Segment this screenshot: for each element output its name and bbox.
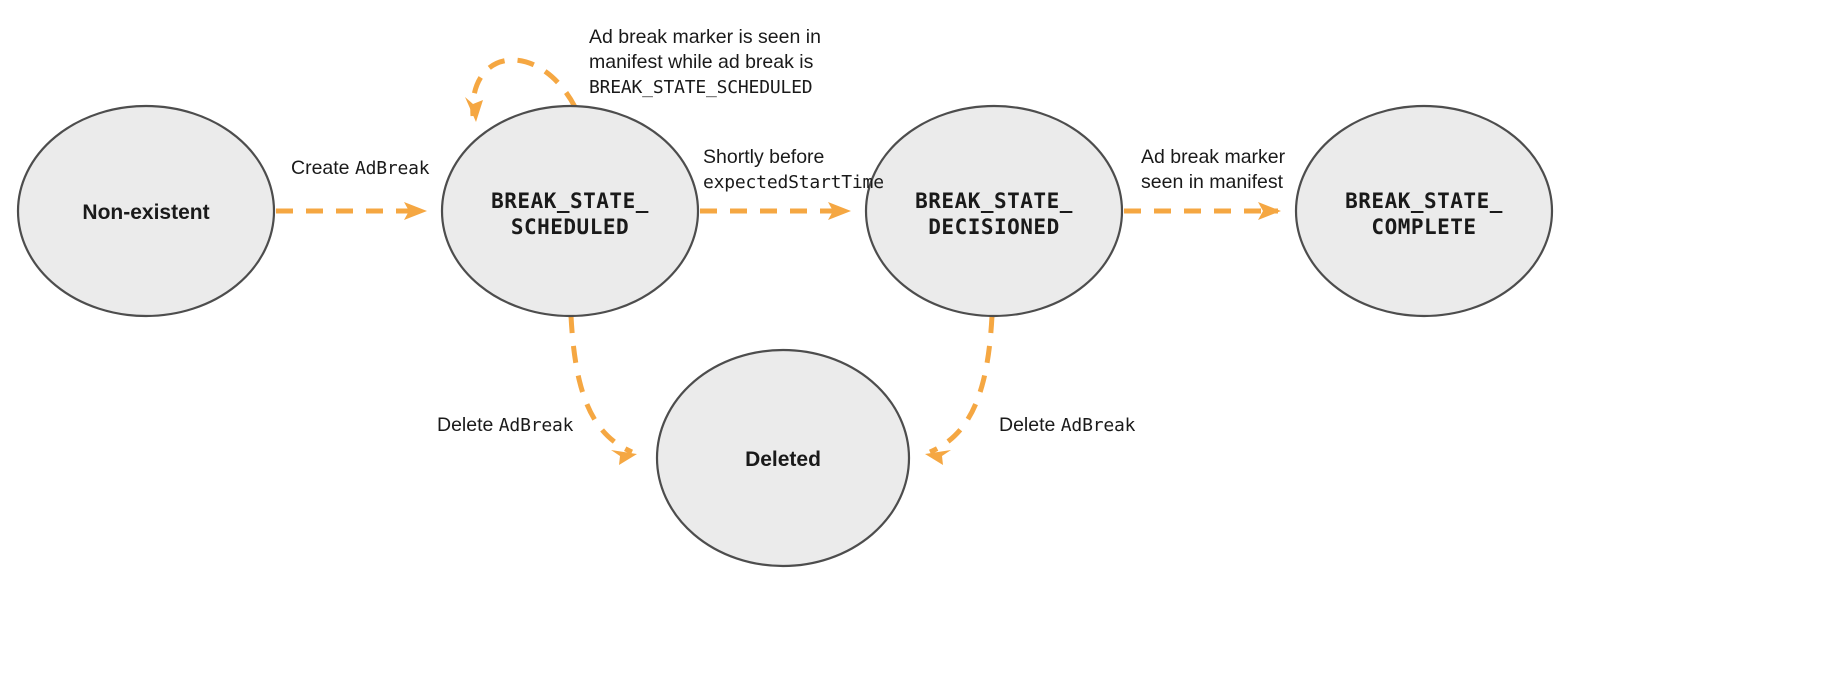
node-label-line-1: BREAK_STATE_ xyxy=(491,189,649,213)
edge-label-create-adbreak: Create AdBreak xyxy=(291,156,430,181)
node-shape xyxy=(16,104,276,318)
edge-scheduled-to-deleted xyxy=(568,315,637,465)
node-break-state-complete[interactable]: BREAK_STATE_ COMPLETE xyxy=(1294,104,1554,318)
edge-label-line-1: Ad break marker is seen in xyxy=(589,26,821,48)
arrow-head-icon xyxy=(925,450,951,465)
node-label-line-1: Non-existent xyxy=(82,201,209,224)
arrow-head-icon xyxy=(828,202,851,220)
edge-label-scheduled-to-decisioned: Shortly before expectedStartTime xyxy=(703,145,884,195)
node-break-state-scheduled[interactable]: BREAK_STATE_ SCHEDULED xyxy=(440,104,700,318)
edge-label-line-1: Ad break marker xyxy=(1141,146,1286,168)
node-label-line-2: COMPLETE xyxy=(1371,215,1476,239)
node-label-line-1: BREAK_STATE_ xyxy=(1345,189,1503,213)
node-label-line-1: Deleted xyxy=(745,448,821,471)
edge-label-decisioned-to-complete: Ad break marker seen in manifest xyxy=(1141,145,1285,195)
edge-label-code: AdBreak xyxy=(498,415,574,436)
edge-label-code: BREAK_STATE_SCHEDULED xyxy=(589,77,813,98)
edge-label-code: expectedStartTime xyxy=(703,172,884,193)
arrow-head-icon xyxy=(611,450,637,465)
node-shape xyxy=(440,104,700,318)
edge-create-adbreak xyxy=(276,202,427,220)
edge-line xyxy=(929,315,995,455)
arrow-head-icon xyxy=(404,202,427,220)
edge-label-scheduled-self-loop: Ad break marker is seen in manifest whil… xyxy=(589,25,821,100)
arrow-head-icon xyxy=(465,97,483,122)
node-label-line-2: DECISIONED xyxy=(928,215,1059,239)
arrow-head-icon xyxy=(1258,202,1281,220)
edge-label-line-2: manifest while ad break is xyxy=(589,51,814,73)
edge-label-line-2: seen in manifest xyxy=(1141,171,1283,193)
node-non-existent[interactable]: Non-existent xyxy=(16,104,276,318)
node-shape xyxy=(864,104,1124,318)
edge-line xyxy=(568,315,633,455)
edge-label-text: Create xyxy=(291,157,355,179)
edge-label-text: Delete xyxy=(999,414,1061,436)
node-break-state-decisioned[interactable]: BREAK_STATE_ DECISIONED xyxy=(864,104,1124,318)
edge-scheduled-to-decisioned xyxy=(700,202,851,220)
node-deleted[interactable]: Deleted xyxy=(655,348,911,568)
edge-label-code: AdBreak xyxy=(1060,415,1136,436)
node-shape xyxy=(1294,104,1554,318)
edge-label-code: AdBreak xyxy=(354,158,430,179)
edge-decisioned-to-complete xyxy=(1124,202,1281,220)
node-label-line-2: SCHEDULED xyxy=(511,215,629,239)
node-label-line-1: BREAK_STATE_ xyxy=(915,189,1073,213)
edge-scheduled-self-loop xyxy=(465,57,578,122)
edge-decisioned-to-deleted xyxy=(925,315,995,465)
edge-label-text: Delete xyxy=(437,414,499,436)
edge-label-line-1: Shortly before xyxy=(703,146,825,168)
edge-label-scheduled-to-deleted: Delete AdBreak xyxy=(437,413,573,438)
node-shape xyxy=(655,348,911,568)
edge-label-decisioned-to-deleted: Delete AdBreak xyxy=(999,413,1135,438)
